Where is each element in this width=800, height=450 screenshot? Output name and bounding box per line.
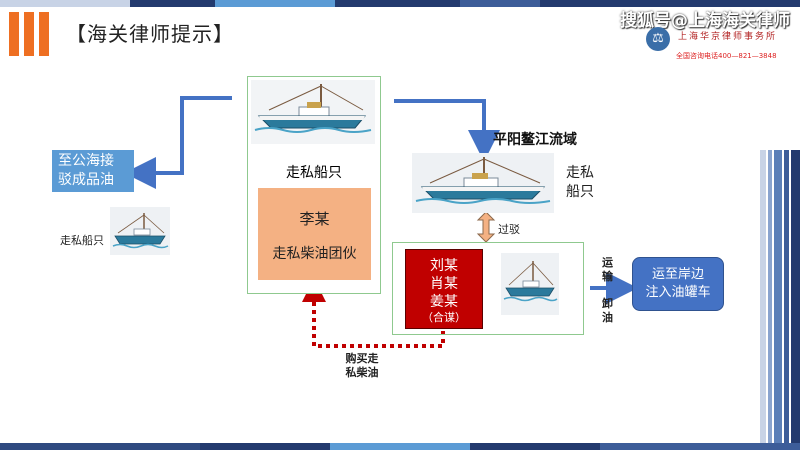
purchase-label: 购买走 私柴油 — [339, 352, 385, 380]
transport-char: 输 — [602, 270, 613, 283]
fuel-destination-line: 至公海接 — [58, 153, 114, 169]
arrow-to-fuel-box — [124, 96, 232, 189]
fishing-boat-icon — [412, 153, 554, 213]
firm-phone: 全国咨询电话400—821—3848 — [676, 52, 777, 60]
gang-box — [405, 249, 483, 329]
accent-bar — [39, 12, 49, 56]
right-ship-label-line: 走私 — [566, 165, 594, 181]
accent-bar — [24, 12, 34, 56]
purchase-label-line: 私柴油 — [345, 366, 379, 379]
gang-name: 刘某 — [430, 258, 458, 274]
bottom-band — [0, 443, 800, 450]
unload-label: 卸 油 — [602, 297, 616, 325]
truck-destination-line: 运至岸边 — [651, 267, 704, 282]
gang-name: 姜某 — [430, 294, 458, 310]
unload-char: 卸 — [602, 297, 613, 310]
lawyer-logo-icon: ⚖ — [646, 27, 670, 51]
right-ship-label: 走私 船只 — [566, 164, 596, 202]
top-band — [0, 0, 800, 7]
transport-label: 运 输 — [602, 256, 616, 284]
purchase-label-line: 购买走 — [345, 352, 379, 365]
truck-destination-text: 运至岸边 注入油罐车 — [632, 266, 724, 302]
fishing-boat-icon — [251, 80, 375, 144]
double-arrow-icon — [476, 211, 496, 243]
fuel-destination-box: 至公海接 驳成品油 — [52, 150, 134, 192]
watermark-text: 搜狐号@上海海关律师 — [620, 11, 790, 31]
truck-destination-box — [632, 257, 724, 311]
unload-char: 油 — [602, 311, 613, 324]
gang-note: （合谋） — [422, 311, 466, 324]
transport-char: 运 — [602, 256, 613, 269]
gang-name: 肖某 — [430, 276, 458, 292]
small-ship-label: 走私船只 — [60, 234, 104, 247]
right-decoration — [760, 150, 800, 443]
page-title: 【海关律师提示】 — [66, 22, 234, 46]
truck-destination-line: 注入油罐车 — [645, 285, 711, 300]
arrow-purchase — [302, 278, 445, 348]
right-ship-label-line: 船只 — [566, 184, 594, 200]
fishing-boat-icon — [110, 207, 170, 255]
lee-role: 走私柴油团伙 — [272, 246, 357, 262]
lee-box — [258, 188, 371, 280]
location-label: 平阳鳌江流域 — [493, 132, 577, 148]
lee-name: 李某 — [299, 210, 330, 228]
arrow-to-location — [394, 99, 500, 162]
accent-bar — [9, 12, 19, 56]
main-ship-label: 走私船只 — [286, 165, 342, 181]
gang-card — [392, 242, 584, 335]
transfer-label: 过驳 — [498, 223, 520, 236]
firm-name: 上海华京律师事务所 — [678, 32, 778, 42]
fuel-destination-line: 驳成品油 — [58, 172, 114, 188]
fishing-boat-icon — [501, 253, 559, 315]
